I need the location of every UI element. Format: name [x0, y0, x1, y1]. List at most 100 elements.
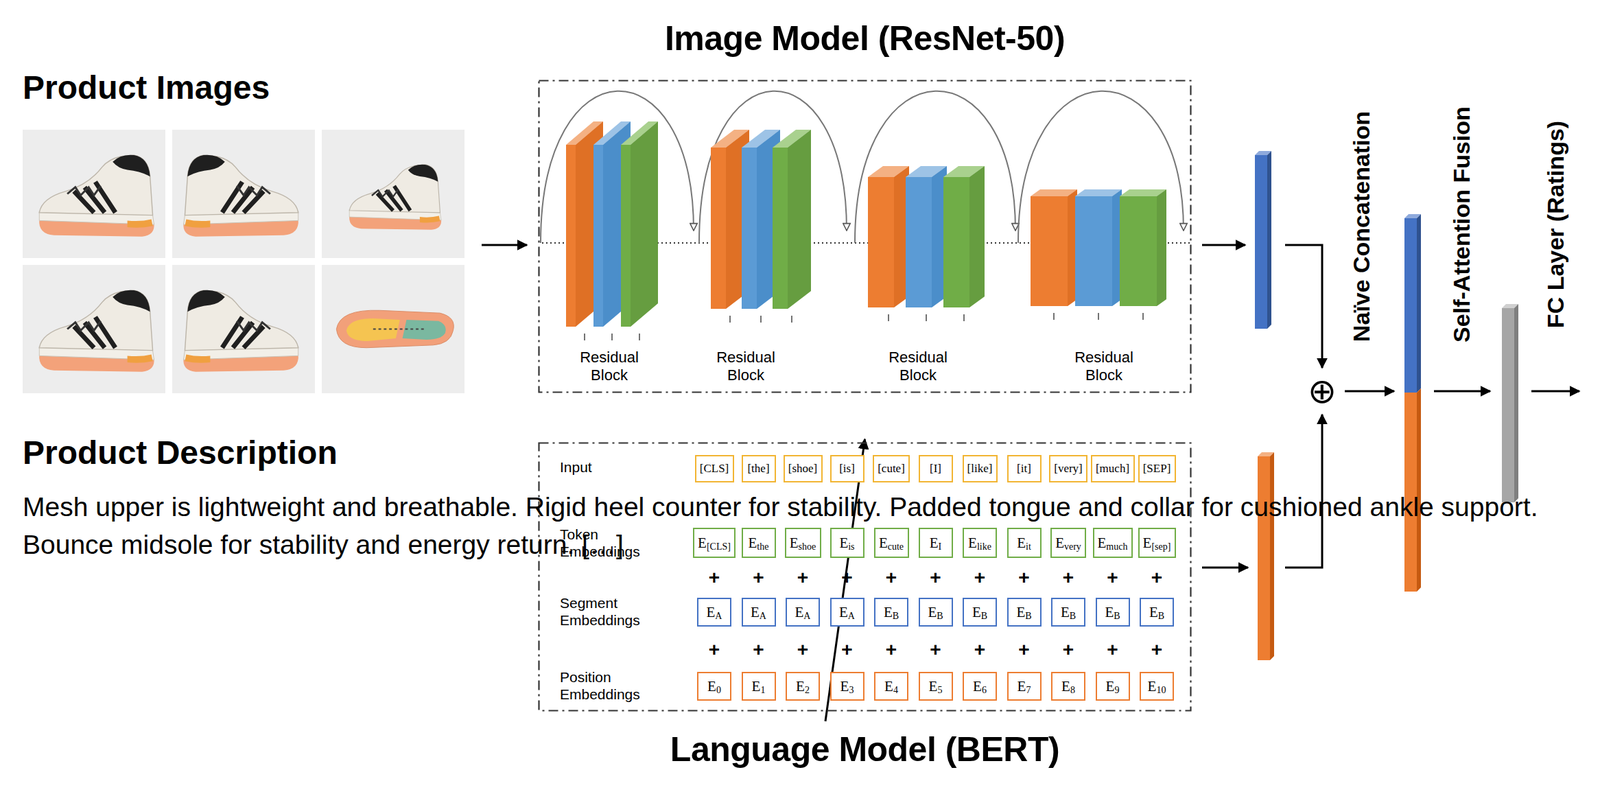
- embedding-subscript: the: [756, 541, 769, 553]
- token-text: [it]: [1016, 461, 1032, 476]
- segment-embedding: EB: [1007, 597, 1042, 627]
- residual-block: Residual Block: [680, 116, 811, 388]
- token-embedding: Ethe: [741, 527, 776, 558]
- input-token: [the]: [741, 454, 776, 483]
- input-token: [SEP]: [1138, 454, 1176, 483]
- plus-sign: +: [1018, 568, 1030, 588]
- embedding-subscript: B: [1158, 610, 1165, 622]
- segment-embedding: EB: [874, 597, 909, 627]
- embedding-subscript: A: [714, 610, 722, 622]
- embedding-symbol: E: [1017, 677, 1027, 696]
- embedding-subscript: B: [936, 610, 943, 622]
- input-token: [cute]: [872, 454, 910, 483]
- embedding-subscript: 3: [848, 684, 854, 696]
- plus-sign: +: [885, 568, 897, 588]
- embedding-symbol: E: [972, 603, 982, 621]
- embedding-symbol: E: [697, 534, 707, 552]
- tick-mark: [583, 333, 586, 341]
- embedding-symbol: E: [1106, 677, 1115, 696]
- embedding-subscript: very: [1064, 541, 1082, 553]
- model-box: Image Model (ResNet-50) Residual Block Res…: [537, 19, 1192, 394]
- embedding-symbol: E: [748, 534, 758, 552]
- embedding-subscript: 5: [937, 684, 943, 696]
- token-text: [is]: [839, 461, 855, 476]
- token-text: [very]: [1053, 461, 1083, 476]
- input-token: [is]: [830, 454, 865, 483]
- conv-slab: [1075, 189, 1122, 307]
- embedding-subscript: B: [1025, 610, 1032, 622]
- tick-mark: [729, 315, 731, 323]
- plus-sign: +: [974, 640, 986, 660]
- embedding-subscript: 6: [981, 684, 987, 696]
- heading: Image Model (ResNet-50): [537, 19, 1192, 60]
- heading: Language Model (BERT): [537, 730, 1192, 770]
- tick-mark: [791, 315, 793, 323]
- position-embedding: E9: [1095, 671, 1131, 701]
- embedding-subscript: [sep]: [1151, 541, 1171, 553]
- embedding-symbol: E: [789, 534, 799, 552]
- conv-slab: [620, 121, 658, 327]
- segment-embedding: EA: [741, 597, 776, 627]
- tick-mark: [1053, 312, 1055, 320]
- plus-sign: +: [929, 568, 941, 588]
- position-embedding: E4: [874, 671, 909, 701]
- embedding-symbol: E: [1061, 677, 1071, 696]
- conv-slab: [1119, 189, 1167, 307]
- embedding-subscript: 10: [1156, 684, 1166, 696]
- segment-embedding: EB: [918, 597, 954, 627]
- tick-mark: [1142, 312, 1144, 320]
- embedding-subscript: 7: [1025, 684, 1031, 696]
- token-text: [much]: [1095, 461, 1130, 476]
- token-text: [shoe]: [788, 461, 818, 476]
- image-gallery: Product Images: [22, 68, 465, 394]
- token-embedding: Eis: [830, 527, 865, 558]
- plus-sign: +: [797, 640, 809, 660]
- conv-slab: [943, 166, 985, 308]
- position-embedding: E8: [1051, 671, 1086, 701]
- segment-embedding: EB: [1051, 597, 1086, 627]
- token-text: [CLS]: [699, 461, 730, 476]
- position-embedding: E10: [1139, 671, 1174, 701]
- input-token: [like]: [962, 454, 998, 483]
- token-text: [cute]: [877, 461, 905, 476]
- conv-slab: [1030, 189, 1078, 307]
- residual-block: Residual Block: [852, 116, 984, 388]
- plus-sign: +: [1062, 640, 1074, 660]
- input-token: [very]: [1049, 454, 1088, 483]
- embedding-subscript: 0: [716, 684, 722, 696]
- embedding-subscript: is: [848, 541, 855, 553]
- position-embedding: E2: [785, 671, 820, 701]
- embedding-symbol: E: [840, 677, 850, 696]
- row-label: Segment Embeddings: [559, 594, 663, 629]
- input-token: [I]: [918, 454, 954, 483]
- position-embedding: E1: [741, 671, 776, 701]
- plus-sign: +: [841, 568, 853, 588]
- embedding-subscript: I: [938, 541, 943, 553]
- tick-mark: [887, 314, 890, 322]
- plus-sign: +: [708, 640, 720, 660]
- input-token: [shoe]: [783, 454, 823, 483]
- token-embedding: Eit: [1007, 527, 1042, 558]
- residual-block: Residual Block: [1038, 116, 1170, 388]
- embedding-symbol: E: [972, 677, 982, 696]
- plus-sign: +: [885, 640, 897, 660]
- token-embedding: E[sep]: [1138, 527, 1176, 558]
- embedding-subscript: A: [803, 610, 811, 622]
- embedding-subscript: B: [892, 610, 899, 622]
- embedding-symbol: E: [1149, 603, 1159, 621]
- flow-arrow: [825, 439, 866, 722]
- input-token: [CLS]: [695, 454, 735, 483]
- embedding-subscript: B: [1113, 610, 1120, 622]
- embedding-symbol: E: [1143, 534, 1152, 552]
- embedding-symbol: E: [1097, 534, 1107, 552]
- token-embedding: Ecute: [874, 527, 910, 558]
- token-text: [I]: [929, 461, 942, 476]
- tick-mark: [963, 314, 965, 322]
- flow-arrow: [481, 244, 527, 247]
- resnet-illustration: [540, 91, 1191, 341]
- embedding-subscript: like: [977, 541, 992, 553]
- embedding-subscript: [CLS]: [706, 541, 731, 553]
- tick-mark: [638, 333, 641, 341]
- plus-sign: +: [974, 568, 986, 588]
- token-embedding: Every: [1050, 527, 1087, 558]
